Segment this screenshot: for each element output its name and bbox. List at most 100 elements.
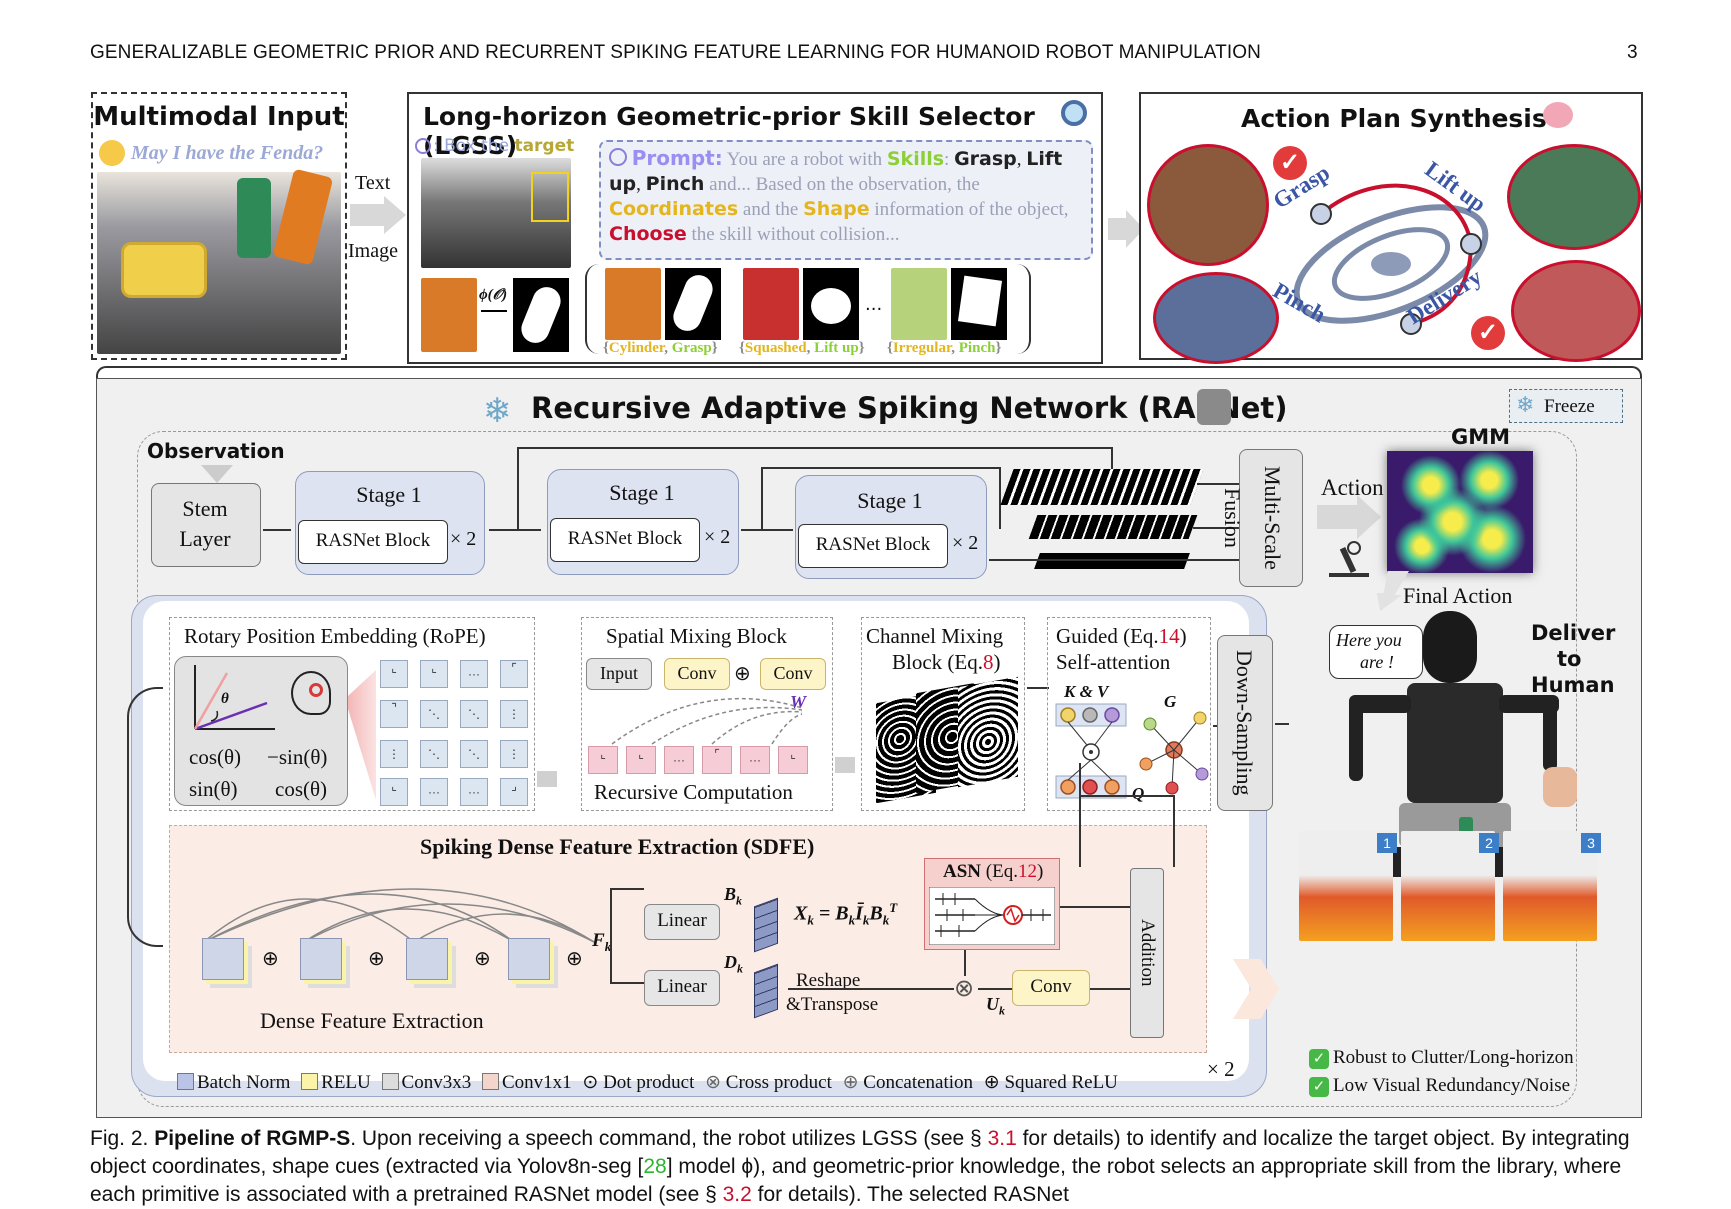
gmm-heatmap — [1387, 451, 1533, 573]
rope-grid: ⌞ ⌞ ··· ⌜ ⌝ ⋱ ⋱ ⋮ ⋮ ⋱ ⋱ ⋮ ⌞ ··· ··· ⌟ — [380, 660, 530, 806]
rope-cos-1: cos(θ) — [189, 745, 242, 769]
robot-arm-icon — [1329, 539, 1369, 577]
connector — [517, 447, 519, 529]
grasp-photo — [1147, 144, 1269, 266]
rope-sin: sin(θ) — [189, 777, 238, 801]
feedback-line — [1079, 763, 1081, 867]
example-label-cylinder: {Cylinder, Grasp} — [603, 340, 718, 356]
stem-label-1: Stem — [182, 496, 228, 521]
guided-title-1: Guided (Eq.14) — [1056, 624, 1187, 648]
grid-cell: ⋱ — [420, 700, 448, 728]
multimodal-input-panel: Multimodal Input May I have the Fenda? — [91, 92, 347, 360]
channel-mixing-box: Channel Mixing Block (Eq.8) — [861, 617, 1025, 811]
arrow — [835, 757, 855, 773]
dk-tensor — [754, 963, 778, 1019]
grid-cell: ⋮ — [380, 740, 408, 768]
arrow — [489, 529, 541, 531]
rope-neg-sin: −sin(θ) — [267, 745, 328, 769]
recursive-label: Recursive Computation — [594, 780, 793, 804]
channel-title-1: Channel Mixing — [866, 624, 1004, 648]
check-icon: ✓ — [1309, 1077, 1329, 1097]
reshape-label-1: Reshape — [796, 970, 861, 991]
deliver-line-2: to — [1557, 647, 1582, 671]
addition-label: Addition — [1137, 919, 1158, 987]
dense-connections — [203, 888, 595, 943]
recursive-cell: ⌞ — [626, 746, 656, 774]
observation-label: Observation — [147, 439, 285, 463]
dense-layer — [508, 938, 550, 980]
g-label: G — [1164, 692, 1177, 711]
recursive-arcs — [611, 697, 803, 745]
concat-icon: ⊕ — [566, 948, 583, 970]
check-icon: ✓ — [1471, 316, 1505, 350]
tin-can — [121, 242, 207, 298]
input-bracket — [127, 687, 163, 947]
asn-box: ASN (Eq.12) — [924, 858, 1060, 950]
grid-cell: ⌞ — [380, 660, 408, 688]
figure-caption: Fig. 2. Pipeline of RGMP-S. Upon receivi… — [90, 1127, 1630, 1206]
lgss-panel: Long-horizon Geometric-prior Skill Selec… — [407, 92, 1103, 364]
arrow — [610, 982, 644, 984]
stem-label-2: Layer — [179, 526, 231, 551]
rasnet-block: RASNet Block — [550, 518, 700, 562]
legend-item: Conv1x1 — [481, 1072, 572, 1093]
legend-item: ⊗ Cross product — [705, 1072, 832, 1093]
robot-arm-icon — [1197, 389, 1231, 425]
times-two: × 2 — [952, 532, 979, 554]
concat-icon: ⊕ — [262, 948, 279, 970]
robot-arm-right-lower — [1543, 701, 1557, 771]
reshape-label-2: &Transpose — [786, 994, 879, 1015]
rope-cos-2: cos(θ) — [275, 777, 328, 801]
gmm-label: GMM — [1451, 425, 1511, 449]
downsampling-label: Down-Sampling — [1232, 650, 1257, 796]
asn-title: ASN (Eq.12) — [943, 861, 1044, 882]
feature-map-large — [1000, 469, 1204, 505]
human-hand — [1543, 767, 1577, 807]
freeze-legend: ❄ Freeze — [1509, 389, 1623, 423]
recursive-cell: ⌞ — [588, 746, 618, 774]
snowflake-icon: ❄ — [1516, 392, 1535, 417]
recursive-cell: ··· — [740, 746, 770, 774]
legend: Batch Norm RELU Conv3x3 Conv1x1 ⊙ Dot pr… — [177, 1071, 1118, 1094]
robot-arm-left — [1349, 695, 1411, 713]
stage-label: Stage 1 — [356, 482, 422, 507]
examples-brace-right — [1015, 264, 1031, 354]
grid-cell: ⌝ — [380, 700, 408, 728]
bk-label: Bk — [724, 884, 743, 908]
grid-cell: ⋱ — [460, 700, 488, 728]
legend-item: Conv3x3 — [381, 1072, 471, 1093]
rope-box: Rotary Position Embedding (RoPE) θ cos(θ… — [169, 617, 535, 811]
top-brace — [96, 366, 1642, 380]
theta-label: θ — [221, 691, 229, 707]
connector — [517, 447, 1113, 449]
connector — [761, 467, 763, 529]
multimodal-title: Multimodal Input — [93, 102, 345, 132]
down-sampling: Down-Sampling — [1217, 635, 1273, 811]
conv-output: Conv — [1012, 970, 1090, 1006]
grid-cell: ··· — [460, 660, 488, 688]
arrow — [1090, 988, 1130, 990]
rope-title: Rotary Position Embedding (RoPE) — [184, 624, 486, 648]
legend-item: Batch Norm — [177, 1072, 290, 1093]
prompt-box: Prompt: You are a robot with Skills: Gra… — [599, 140, 1093, 260]
spatial-title: Spatial Mixing Block — [606, 624, 787, 648]
guided-attention-box: Guided (Eq.14) Self-attention K & V G — [1047, 617, 1211, 811]
lgss-scene-photo — [421, 158, 571, 268]
speech-question: May I have the Fenda? — [131, 142, 324, 164]
arrow — [1060, 906, 1130, 908]
example-can-mask — [665, 268, 721, 340]
linear-b: Linear — [644, 904, 720, 940]
rasnet-panel: ❄ Recursive Adaptive Spiking Network (RA… — [96, 378, 1642, 1118]
arrow — [978, 988, 1012, 990]
page-number: 3 — [1627, 42, 1638, 63]
channel-feature-3 — [958, 676, 1018, 788]
robot-torso — [1407, 683, 1503, 803]
check-icon: ✓ — [1309, 1049, 1329, 1069]
action-plan-panel: Action Plan Synthesis ✓ ✓ Grasp Lift up … — [1139, 92, 1643, 364]
examples-brace — [585, 264, 601, 354]
example-can-photo — [605, 268, 661, 340]
arrow — [1197, 483, 1239, 485]
stage-label: Stage 1 — [609, 480, 675, 505]
rotation-vector — [193, 665, 275, 731]
legend-item: ⊕ Concatenation — [842, 1072, 974, 1093]
